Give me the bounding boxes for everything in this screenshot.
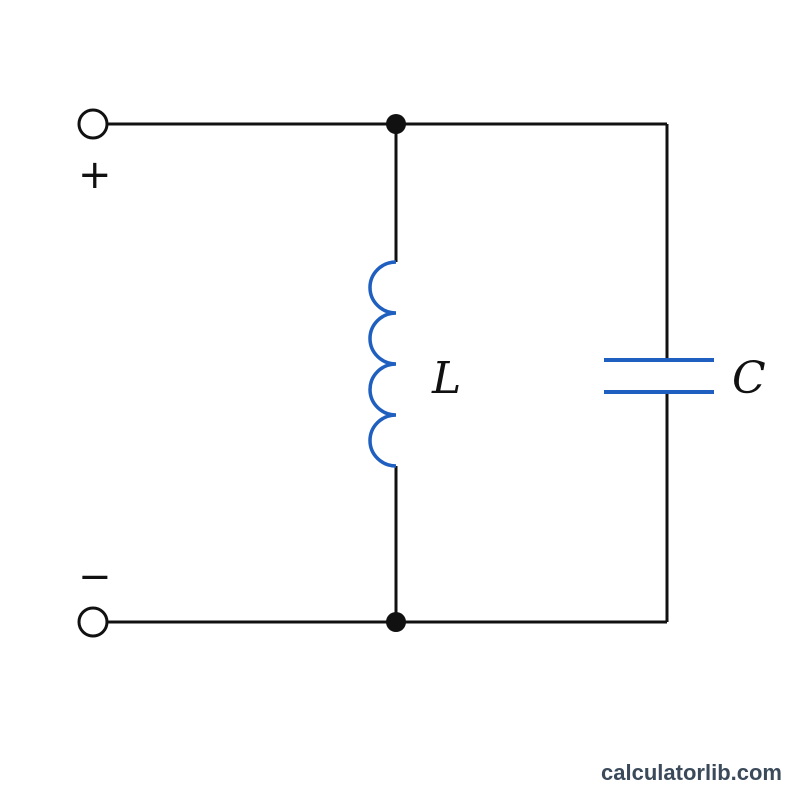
minus-sign: −: [78, 554, 112, 600]
junction-dot-top: [386, 114, 406, 134]
junction-dot-bottom: [386, 612, 406, 632]
plus-sign: +: [78, 152, 112, 198]
terminal-negative: [77, 606, 109, 638]
inductor-coil: [368, 260, 397, 468]
terminal-positive: [77, 108, 109, 140]
capacitor-label: C: [732, 353, 766, 404]
inductor-label: L: [431, 353, 461, 404]
watermark-logo-text: calculatorlib.com: [601, 760, 782, 785]
